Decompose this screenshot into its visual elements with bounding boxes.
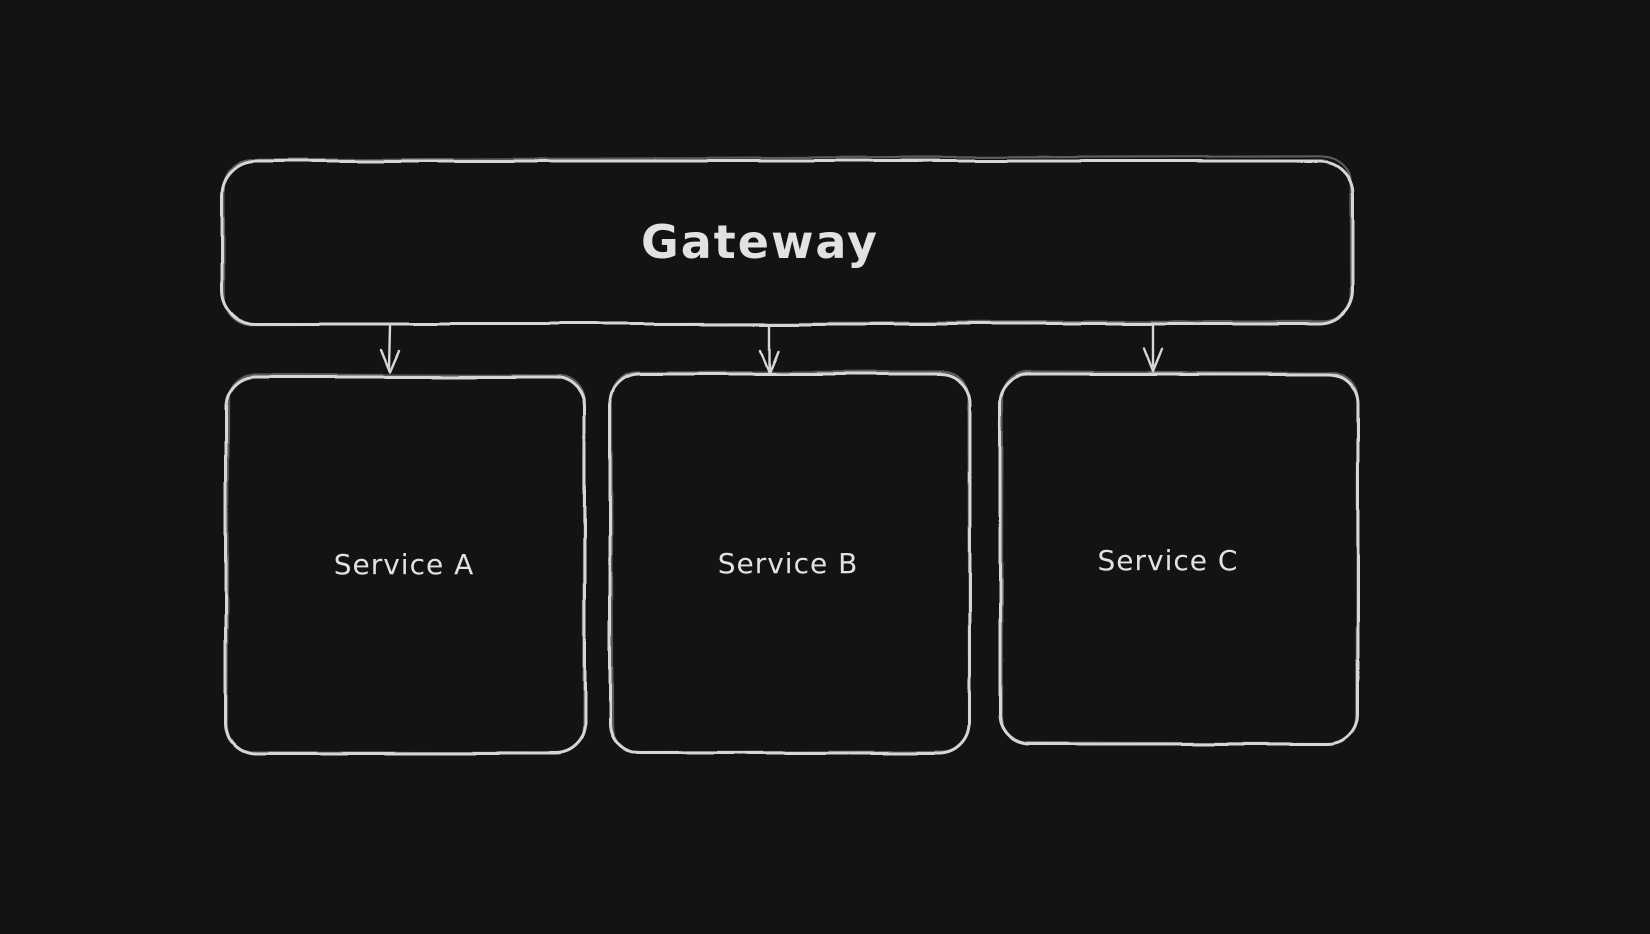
gateway-label: Gateway	[641, 215, 879, 269]
edge-a-arrowhead-icon	[379, 348, 401, 374]
node-gateway[interactable]	[220, 155, 1355, 326]
node-service-a[interactable]	[223, 373, 587, 755]
edge-b-arrowhead-icon	[759, 348, 781, 375]
service-b-box-sketch-pass	[610, 370, 971, 754]
node-service-b[interactable]	[608, 370, 972, 755]
edge-gateway-to-service-c[interactable]	[1141, 324, 1163, 373]
service-a-label: Service A	[334, 548, 475, 581]
edge-gateway-to-service-a[interactable]	[379, 324, 401, 374]
service-a-box-sketch-pass	[225, 373, 586, 754]
service-c-label: Service C	[1098, 544, 1239, 577]
service-b-label: Service B	[718, 547, 859, 580]
service-c-box-sketch-pass	[1000, 370, 1359, 745]
node-service-c[interactable]	[998, 370, 1360, 746]
edge-c-arrowhead-icon	[1141, 346, 1163, 373]
edge-gateway-to-service-b[interactable]	[759, 324, 781, 375]
gateway-box-sketch-pass	[222, 155, 1353, 326]
labels-layer: Gateway Service A Service B Service C	[334, 215, 1239, 581]
shapes-layer	[220, 155, 1360, 755]
edge-a-shaft	[387, 324, 392, 370]
